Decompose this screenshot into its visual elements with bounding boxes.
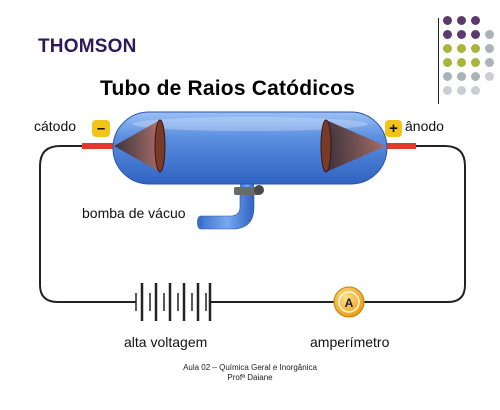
cathode-label: cátodo bbox=[34, 118, 77, 134]
decorative-dot bbox=[471, 44, 480, 53]
vacuum-pump-pipe bbox=[197, 178, 264, 230]
battery-symbol bbox=[135, 283, 212, 321]
high-voltage-label: alta voltagem bbox=[124, 334, 208, 350]
decorative-dot bbox=[471, 72, 480, 81]
decorative-dot bbox=[457, 72, 466, 81]
decorative-dot bbox=[443, 44, 452, 53]
decorative-dot bbox=[485, 72, 494, 81]
diagram-title: Tubo de Raios Catódicos bbox=[100, 77, 356, 100]
anode-lead bbox=[386, 143, 416, 149]
cathode-sign: – bbox=[97, 120, 105, 137]
decorative-dot bbox=[457, 44, 466, 53]
ammeter-label: amperímetro bbox=[310, 334, 390, 350]
decorative-dot bbox=[457, 30, 466, 39]
anode-electrode bbox=[320, 119, 386, 173]
decorative-dot-grid bbox=[443, 16, 500, 102]
decorative-dot bbox=[457, 86, 466, 95]
footer-teacher: Profª Daiane bbox=[227, 373, 273, 382]
ammeter: A bbox=[333, 286, 365, 318]
decorative-dot bbox=[443, 86, 452, 95]
circuit-wire bbox=[39, 145, 466, 303]
anode-label: ânodo bbox=[405, 118, 444, 134]
decorative-dot bbox=[471, 16, 480, 25]
decorative-dot bbox=[457, 58, 466, 67]
decorative-dot bbox=[443, 72, 452, 81]
decorative-dot bbox=[457, 16, 466, 25]
cathode-ray-tube bbox=[112, 111, 388, 185]
decorative-dot bbox=[443, 30, 452, 39]
cathode-lead bbox=[82, 143, 114, 149]
decorative-dot bbox=[443, 16, 452, 25]
anode-sign: + bbox=[389, 120, 398, 137]
vacuum-pump-label: bomba de vácuo bbox=[82, 205, 186, 221]
slide-title: THOMSON bbox=[38, 36, 137, 57]
anode-sign-badge: + bbox=[385, 120, 402, 137]
footer-course: Aula 02 – Química Geral e Inorgânica bbox=[183, 363, 317, 372]
cathode-electrode bbox=[114, 119, 166, 173]
decorative-dot bbox=[443, 58, 452, 67]
decorative-dot bbox=[485, 44, 494, 53]
ammeter-symbol: A bbox=[345, 296, 354, 310]
decorative-dot bbox=[471, 58, 480, 67]
cathode-sign-badge: – bbox=[92, 120, 110, 137]
decorative-dot bbox=[485, 30, 494, 39]
decorative-dot bbox=[471, 30, 480, 39]
title-divider bbox=[438, 18, 439, 104]
decorative-dot bbox=[471, 86, 480, 95]
decorative-dot bbox=[485, 58, 494, 67]
